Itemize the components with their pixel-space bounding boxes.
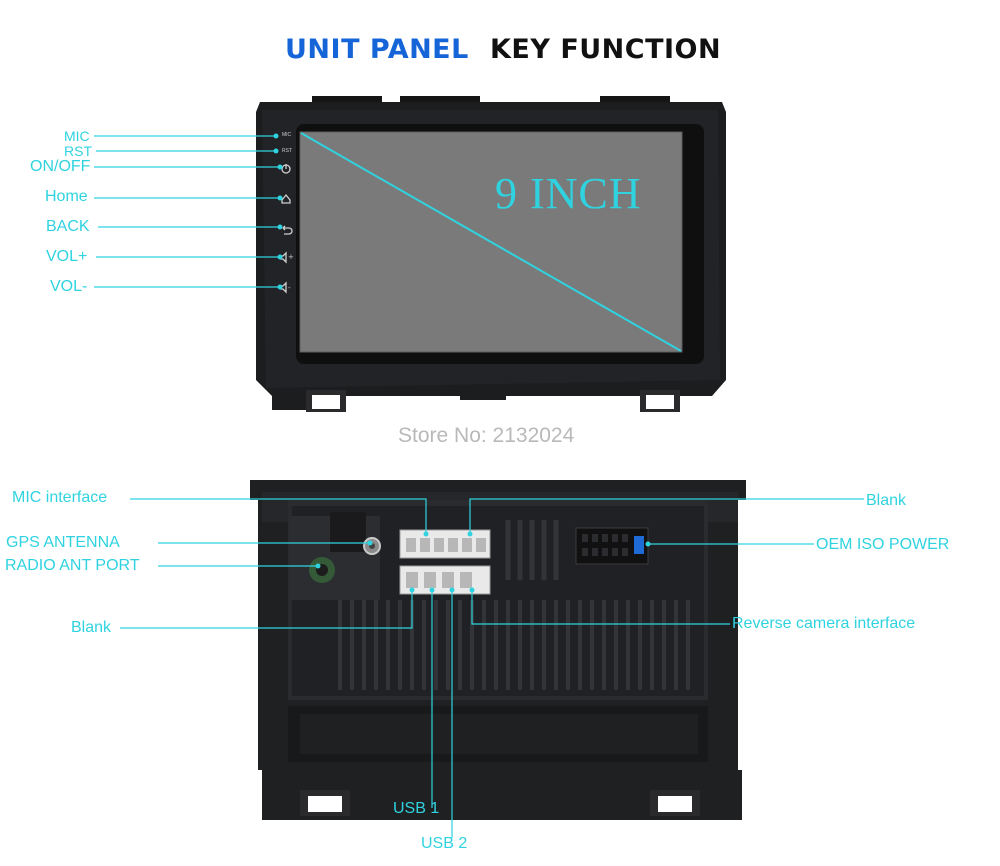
label-mic: MIC	[64, 128, 90, 144]
label-blank-right: Blank	[866, 492, 907, 509]
title-key-function: KEY FUNCTION	[490, 34, 722, 65]
label-back: BACK	[46, 218, 90, 235]
store-number: Store No: 2132024	[398, 424, 575, 447]
label-rst: RST	[64, 143, 92, 159]
back-icon[interactable]	[282, 225, 293, 235]
label-radio-ant-port: RADIO ANT PORT	[5, 557, 140, 574]
rst-hole-label: RST	[282, 148, 292, 154]
label-home: Home	[45, 188, 88, 205]
mic-hole-label: MIC	[282, 132, 292, 138]
screen-size-text: 9 INCH	[495, 169, 642, 218]
home-icon[interactable]	[281, 193, 291, 204]
title-unit-panel: UNIT PANEL	[285, 34, 469, 65]
label-mic-interface: MIC interface	[12, 489, 108, 506]
label-usb2: USB 2	[421, 835, 468, 852]
label-oem-iso-power: OEM ISO POWER	[816, 536, 950, 553]
label-on-off: ON/OFF	[30, 158, 91, 175]
label-usb1: USB 1	[393, 800, 440, 817]
svg-text:+: +	[288, 253, 294, 261]
back-unit-drawing	[250, 480, 746, 820]
label-vol-plus: VOL+	[46, 248, 88, 265]
svg-text:-: -	[288, 284, 291, 292]
label-gps-antenna: GPS ANTENNA	[6, 534, 120, 551]
label-reverse-camera: Reverse camera interface	[732, 615, 916, 632]
label-vol-minus: VOL-	[50, 278, 88, 295]
label-blank-left: Blank	[71, 619, 112, 636]
